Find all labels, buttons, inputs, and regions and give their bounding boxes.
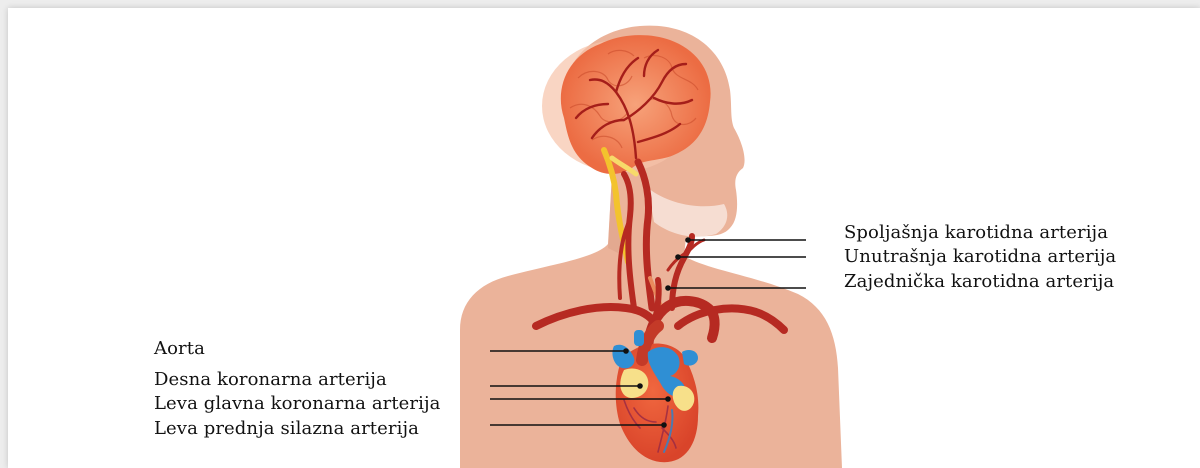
label-external-carotid: Spoljašnja karotidna arterija — [844, 222, 1108, 243]
label-right-coronary: Desna koronarna arterija — [154, 369, 387, 390]
label-common-carotid: Zajednička karotidna arterija — [844, 271, 1114, 292]
label-left-main-coronary: Leva glavna koronarna arterija — [154, 393, 441, 414]
leader-dot-internal-carotid — [675, 254, 681, 260]
leader-dot-aorta — [623, 348, 629, 354]
label-internal-carotid: Unutrašnja karotidna arterija — [844, 246, 1116, 267]
leader-dot-common-carotid — [665, 285, 671, 291]
leader-dot-left-main-coronary — [665, 396, 671, 402]
label-left-anterior-descending: Leva prednja silazna arterija — [154, 418, 419, 439]
leader-dot-right-coronary — [637, 383, 643, 389]
leader-dot-left-anterior-descending — [661, 422, 667, 428]
leader-dot-external-carotid — [685, 237, 691, 243]
diagram-canvas: Spoljašnja karotidna arterija Unutrašnja… — [8, 8, 1200, 468]
label-aorta: Aorta — [154, 338, 205, 359]
